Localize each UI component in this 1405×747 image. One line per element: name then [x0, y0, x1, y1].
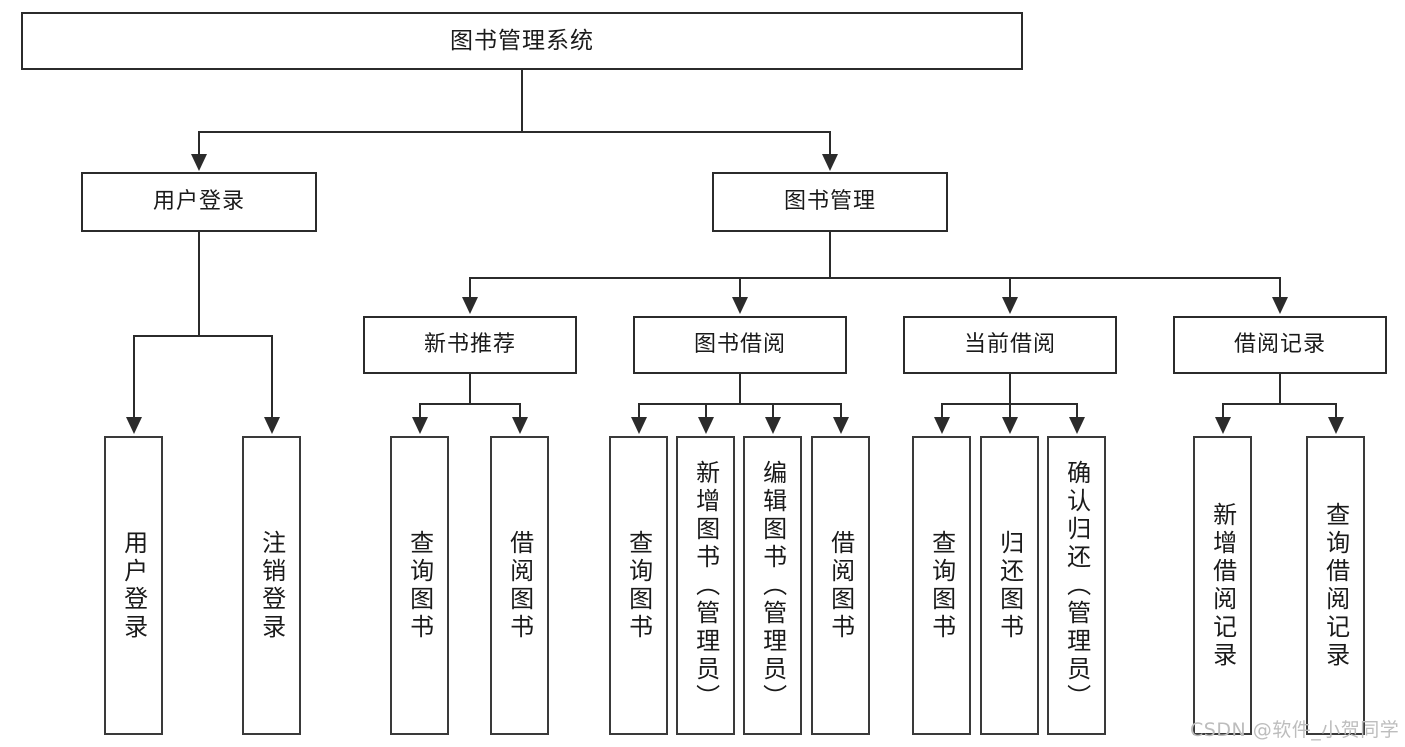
node-current-borrow[interactable]: 当前借阅 [903, 316, 1117, 374]
node-book-management[interactable]: 图书管理 [712, 172, 948, 232]
leaf-label: 查询图书 [405, 529, 434, 642]
connector-user-login-to-leaf-2 [271, 335, 273, 419]
node-root-book-management-system[interactable]: 图书管理系统 [21, 12, 1023, 70]
node-label: 图书借阅 [693, 332, 786, 358]
connector-user-login-bus [133, 335, 273, 337]
arrowhead-borrow-record-leaf-1 [1215, 417, 1231, 434]
arrowhead-user-login-leaf-2 [264, 417, 280, 434]
connector-current-borrow-to-leaf-3 [1076, 403, 1078, 419]
connector-borrow-record-bus [1222, 403, 1337, 405]
connector-book-borrow-to-leaf-2 [705, 403, 707, 419]
leaf-label: 查询借阅记录 [1321, 501, 1350, 670]
leaf-label: 借阅图书 [505, 529, 534, 642]
leaf-label: 新增图书（管理员） [691, 459, 720, 712]
leaf-label: 编辑图书（管理员） [758, 459, 787, 712]
connector-book-borrow-to-leaf-4 [840, 403, 842, 419]
arrowhead-current-borrow-leaf-1 [934, 417, 950, 434]
arrowhead-current-borrow-leaf-2 [1002, 417, 1018, 434]
node-new-book-recommend[interactable]: 新书推荐 [363, 316, 577, 374]
connector-book-manage-to-book-borrow [739, 277, 741, 299]
arrowhead-user-login-leaf-1 [126, 417, 142, 434]
connector-current-borrow-stem [1009, 374, 1011, 404]
node-label: 图书管理 [783, 189, 876, 215]
arrowhead-book-manage-borrow-record [1272, 297, 1288, 314]
connector-book-manage-stem [829, 232, 831, 278]
connector-book-borrow-to-leaf-3 [772, 403, 774, 419]
leaf-return-book[interactable]: 归还图书 [980, 436, 1039, 735]
connector-borrow-record-to-leaf-1 [1222, 403, 1224, 419]
leaf-query-book-borrow[interactable]: 查询图书 [609, 436, 668, 735]
connector-book-borrow-to-leaf-1 [638, 403, 640, 419]
leaf-add-book[interactable]: 新增图书（管理员） [676, 436, 735, 735]
csdn-watermark: CSDN @软件_小贺同学 [1190, 719, 1400, 741]
leaf-query-book-current[interactable]: 查询图书 [912, 436, 971, 735]
leaf-label: 查询图书 [927, 529, 956, 642]
connector-book-manage-bus [469, 277, 1280, 279]
leaf-label: 用户登录 [119, 529, 148, 642]
leaf-query-book-recommend[interactable]: 查询图书 [390, 436, 449, 735]
leaf-query-borrow-record[interactable]: 查询借阅记录 [1306, 436, 1365, 735]
arrowhead-current-borrow-leaf-3 [1069, 417, 1085, 434]
connector-borrow-record-stem [1279, 374, 1281, 404]
leaf-label: 新增借阅记录 [1208, 501, 1237, 670]
leaf-confirm-return[interactable]: 确认归还（管理员） [1047, 436, 1106, 735]
leaf-borrow-book[interactable]: 借阅图书 [811, 436, 870, 735]
node-label: 新书推荐 [423, 332, 516, 358]
arrowhead-root-to-book-manage [822, 154, 838, 171]
connector-root-bus [198, 131, 830, 133]
connector-book-borrow-stem [739, 374, 741, 404]
connector-book-manage-to-borrow-record [1279, 277, 1281, 299]
connector-new-book-to-leaf-2 [519, 403, 521, 419]
arrowhead-book-borrow-leaf-1 [631, 417, 647, 434]
connector-book-manage-to-new-book [469, 277, 471, 299]
arrowhead-book-manage-book-borrow [732, 297, 748, 314]
leaf-edit-book[interactable]: 编辑图书（管理员） [743, 436, 802, 735]
leaf-logout[interactable]: 注销登录 [242, 436, 301, 735]
connector-current-borrow-to-leaf-2 [1009, 403, 1011, 419]
connector-user-login-stem [198, 232, 200, 336]
arrowhead-book-borrow-leaf-3 [765, 417, 781, 434]
connector-user-login-to-leaf-1 [133, 335, 135, 419]
connector-new-book-bus [419, 403, 521, 405]
node-label: 图书管理系统 [450, 27, 594, 54]
arrowhead-root-to-user-login [191, 154, 207, 171]
arrowhead-book-borrow-leaf-2 [698, 417, 714, 434]
connector-new-book-to-leaf-1 [419, 403, 421, 419]
connector-book-borrow-bus [638, 403, 842, 405]
leaf-label: 确认归还（管理员） [1062, 459, 1091, 712]
leaf-add-borrow-record[interactable]: 新增借阅记录 [1193, 436, 1252, 735]
leaf-label: 注销登录 [257, 529, 286, 642]
leaf-borrow-book-recommend[interactable]: 借阅图书 [490, 436, 549, 735]
arrowhead-book-manage-new-book [462, 297, 478, 314]
connector-root-to-user-login [198, 131, 200, 156]
arrowhead-new-book-leaf-2 [512, 417, 528, 434]
leaf-label: 查询图书 [624, 529, 653, 642]
arrowhead-new-book-leaf-1 [412, 417, 428, 434]
connector-current-borrow-to-leaf-1 [941, 403, 943, 419]
node-user-login[interactable]: 用户登录 [81, 172, 317, 232]
connector-new-book-stem [469, 374, 471, 404]
leaf-user-login[interactable]: 用户登录 [104, 436, 163, 735]
arrowhead-book-manage-current-borrow [1002, 297, 1018, 314]
node-book-borrow[interactable]: 图书借阅 [633, 316, 847, 374]
node-label: 借阅记录 [1233, 332, 1326, 358]
arrowhead-borrow-record-leaf-2 [1328, 417, 1344, 434]
node-borrow-record[interactable]: 借阅记录 [1173, 316, 1387, 374]
node-label: 用户登录 [152, 189, 245, 215]
leaf-label: 借阅图书 [826, 529, 855, 642]
connector-borrow-record-to-leaf-2 [1335, 403, 1337, 419]
arrowhead-book-borrow-leaf-4 [833, 417, 849, 434]
connector-root-to-book-manage [829, 131, 831, 156]
connector-root-stem [521, 70, 523, 132]
node-label: 当前借阅 [963, 332, 1056, 358]
connector-book-manage-to-current-borrow [1009, 277, 1011, 299]
leaf-label: 归还图书 [995, 529, 1024, 642]
